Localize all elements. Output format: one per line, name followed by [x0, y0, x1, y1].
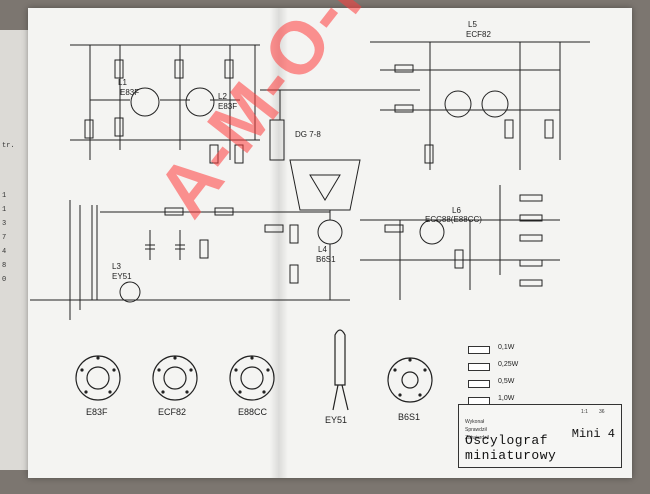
resistor-symbol-icon — [468, 346, 490, 354]
title-block-number: 36 — [599, 409, 605, 415]
resistor-symbol-icon — [468, 380, 490, 388]
prev-page-number: 1 — [2, 206, 7, 214]
crt-label: DG 7-8 — [295, 130, 321, 139]
socket-b6s1 — [387, 357, 433, 403]
tube-type-l3: EY51 — [112, 272, 132, 281]
prev-page-number: 4 — [2, 248, 7, 256]
tube-label-l2: L2 — [218, 92, 227, 101]
socket-label-b6s1: B6S1 — [398, 412, 421, 422]
document-title: Oscylograf miniaturowy — [465, 433, 557, 463]
prev-page-number: 7 — [2, 234, 7, 242]
tube-label-l4: L4 — [318, 245, 327, 254]
prev-page-number: 3 — [2, 220, 7, 228]
prev-page-number: 0 — [2, 276, 7, 284]
resistor-symbol-icon — [468, 363, 490, 371]
tube-l4-symbol — [317, 219, 343, 245]
title-block-scale: 1:1 — [581, 409, 588, 415]
tube-l5-symbol-b — [481, 90, 509, 118]
socket-e83f — [75, 355, 121, 401]
socket-label-e88cc: E88CC — [238, 407, 268, 417]
tube-label-l6: L6 — [452, 206, 461, 215]
tube-l5-symbol-a — [444, 90, 472, 118]
tube-label-l5: L5 — [468, 20, 477, 29]
socket-ecf82 — [152, 355, 198, 401]
tube-type-l4: B6S1 — [316, 255, 336, 264]
prev-page-number: 8 — [2, 262, 7, 270]
socket-label-e83f: E83F — [86, 407, 108, 417]
tube-type-l6: ECC88(E88CC) — [425, 215, 482, 224]
socket-e88cc — [229, 355, 275, 401]
tube-l3-symbol — [119, 281, 141, 303]
tube-l2-symbol — [185, 87, 215, 117]
tube-l1-symbol — [130, 87, 160, 117]
prev-page-header: tr. — [2, 142, 15, 150]
tube-label-ey51: EY51 — [325, 415, 348, 425]
tube-label-l3: L3 — [112, 262, 121, 271]
model-code: Mini 4 — [571, 427, 615, 441]
schematic-sheet — [28, 8, 632, 478]
tube-ey51-outline — [334, 329, 346, 386]
title-block-drew-label: Wykonał — [465, 419, 485, 425]
tube-label-l1: L1 — [118, 78, 127, 87]
socket-label-ecf82: ECF82 — [158, 407, 187, 417]
tube-type-l2: E83F — [218, 102, 238, 111]
title-block-checked-label: Sprawdził — [465, 427, 487, 433]
tube-type-l1: E83F — [120, 88, 140, 97]
title-block-approved-label: Zatwierdził — [465, 435, 489, 441]
tube-type-l5: ECF82 — [466, 30, 491, 39]
prev-page-number: 1 — [2, 192, 7, 200]
title-block: Wykonał Sprawdził Zatwierdził 1:1 36 Min… — [458, 404, 622, 468]
